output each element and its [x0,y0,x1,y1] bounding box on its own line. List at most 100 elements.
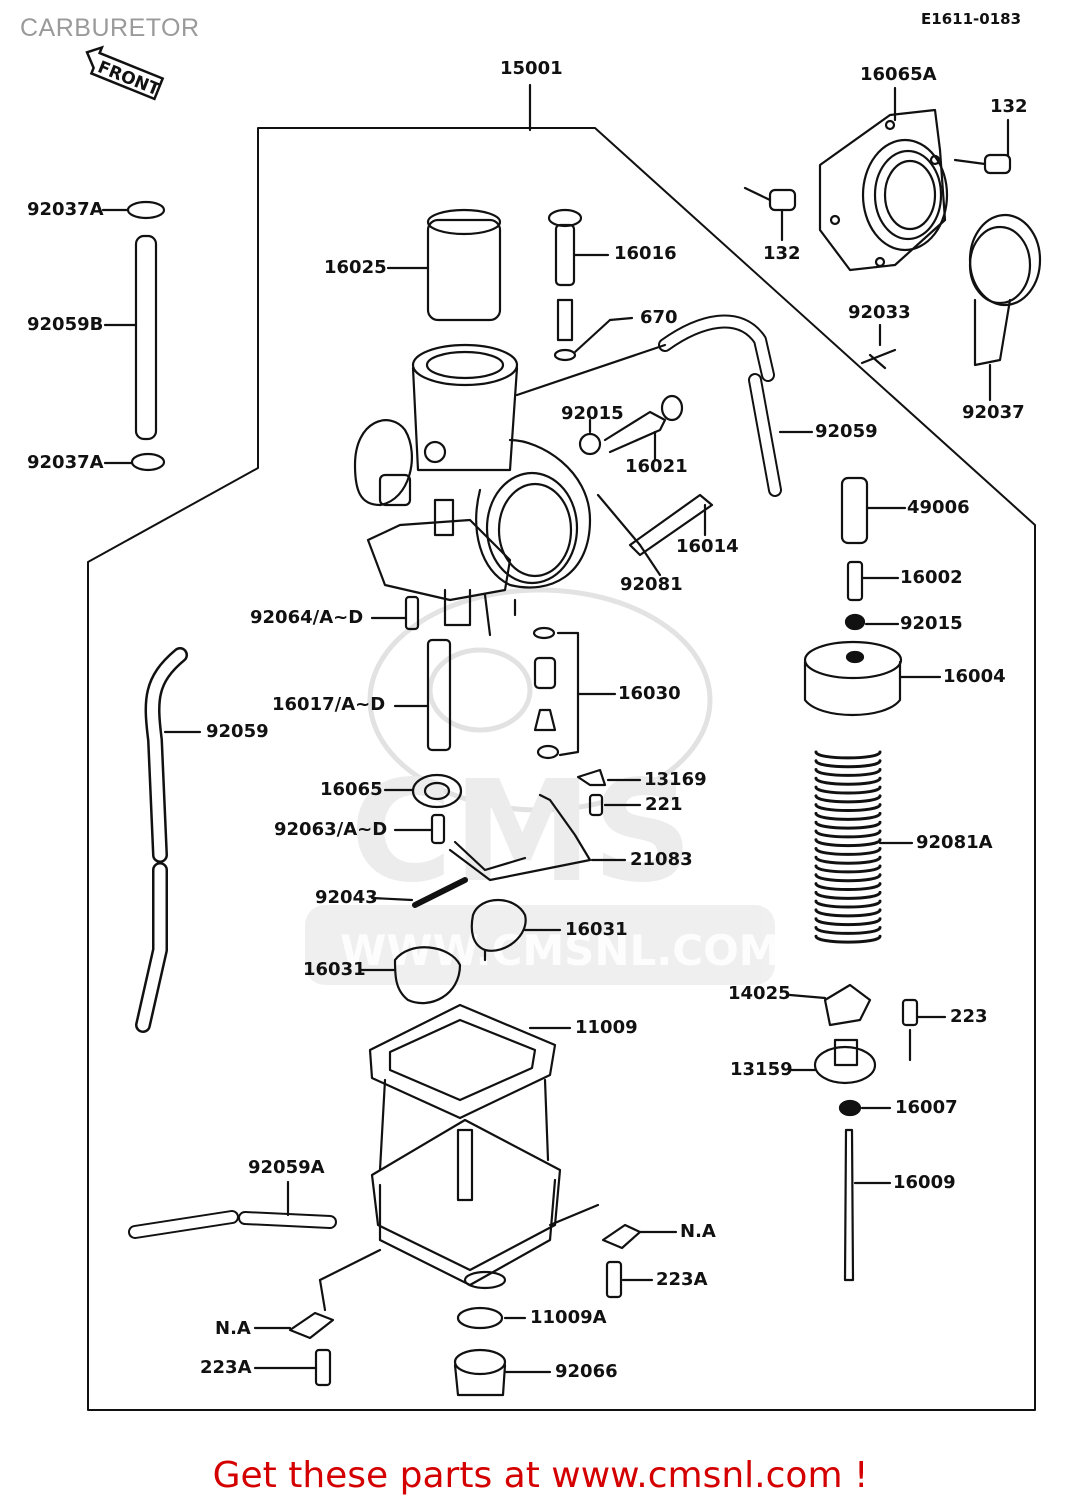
part-label[interactable]: 670 [640,307,678,328]
part-label[interactable]: 16030 [618,683,681,704]
plate-13159 [788,1038,877,1085]
part-label[interactable]: 16031 [565,919,628,940]
part-label[interactable]: 92059 [815,421,878,442]
part-label[interactable]: 92043 [315,887,378,908]
needle-16009 [843,1128,892,1282]
carburetor-body [353,343,592,637]
seal-16065 [383,773,463,809]
part-label[interactable]: 11009 [575,1017,638,1038]
jet-holder [547,208,634,362]
throttle-slide [386,208,502,322]
needle-jet-16017 [393,638,452,752]
cap-16004 [803,640,942,716]
part-label[interactable]: N.A [215,1318,251,1339]
part-label[interactable]: N.A [680,1221,716,1242]
bracket-14025 [788,983,872,1027]
bolt-132-right [953,118,1012,175]
part-label[interactable]: 92081 [620,574,683,595]
idle-screw [628,493,714,557]
gasket-11009 [368,1003,572,1120]
float-bowl [370,1078,562,1290]
float-arm-21083 [448,793,627,882]
page-title: CARBURETOR [20,14,200,42]
screw-223 [901,998,947,1062]
part-label[interactable]: 92015 [561,403,624,424]
part-label[interactable]: 49006 [907,497,970,518]
part-label[interactable]: 92037A [27,452,104,473]
mixing-tube-49006 [840,476,907,545]
part-label[interactable]: 223 [950,1006,988,1027]
part-label[interactable]: 14025 [728,983,791,1004]
part-label[interactable]: 15001 [500,58,563,79]
part-label[interactable]: 132 [990,96,1028,117]
screw-92064 [370,595,420,631]
assembly-outline [87,127,1036,1411]
part-label[interactable]: 11009A [530,1307,607,1328]
part-label[interactable]: 92037A [27,199,104,220]
part-label[interactable]: 92064/A~D [250,607,364,628]
watermark-text: WWW.CMSNL.COM [340,926,781,975]
diagram-code: E1611-0183 [921,10,1021,28]
intake-flange [818,86,949,272]
part-label[interactable]: 13169 [644,769,707,790]
part-label[interactable]: 16065A [860,64,937,85]
part-label[interactable]: 223A [656,1269,708,1290]
part-label[interactable]: 13159 [730,1059,793,1080]
part-label[interactable]: 92015 [900,613,963,634]
jet-16002 [846,560,900,602]
hose-clamp [968,213,1042,402]
float-16031-b [358,946,462,1005]
watermark-logo: CMS [305,587,775,985]
part-label[interactable]: 16021 [625,456,688,477]
part-label[interactable]: 92063/A~D [274,819,388,840]
part-label[interactable]: 16002 [900,567,963,588]
clip [860,348,897,370]
part-label[interactable]: 221 [645,794,683,815]
hose-92059b [101,200,166,472]
part-label[interactable]: 16031 [303,959,366,980]
part-label[interactable]: 16014 [676,536,739,557]
bolt-132-left [743,186,797,242]
spring-92081a [814,750,914,944]
part-label[interactable]: 92081A [916,832,993,853]
o-ring-11009a [456,1306,527,1330]
drain-plug-92066 [453,1348,552,1397]
part-label[interactable]: 16017/A~D [272,694,386,715]
washer-92015 [844,613,900,631]
screw-92063 [393,813,446,845]
part-label[interactable]: 92059A [248,1157,325,1178]
part-label[interactable]: 223A [200,1357,252,1378]
part-label[interactable]: 16004 [943,666,1006,687]
screw-221 [588,793,642,817]
part-label[interactable]: 16016 [614,243,677,264]
float-valve-16030 [532,626,617,760]
promo-banner: Get these parts at www.cmsnl.com ! [0,1455,1081,1496]
pin-92043 [370,877,468,908]
screw-223a-right [605,1260,654,1299]
part-label[interactable]: 92059B [27,314,104,335]
part-label[interactable]: 92066 [555,1361,618,1382]
part-label[interactable]: 16065 [320,779,383,800]
bracket-na-left [253,1248,382,1340]
svg-text:CMS: CMS [350,751,693,914]
float-16031-a [470,899,562,962]
hose-92059-lower [135,647,202,1033]
air-screw [578,394,684,462]
part-label[interactable]: 21083 [630,849,693,870]
part-label[interactable]: 92033 [848,302,911,323]
washer-16007 [838,1099,892,1117]
hose-92059a [128,1180,337,1239]
part-label[interactable]: 16007 [895,1097,958,1118]
bracket-na-right [548,1203,678,1250]
hose-92059-upper [658,314,814,497]
front-direction-arrow: FRONT [85,45,165,101]
part-label[interactable]: 92037 [962,402,1025,423]
bracket-13169 [576,768,642,787]
part-label[interactable]: 92059 [206,721,269,742]
part-label[interactable]: 16009 [893,1172,956,1193]
part-label[interactable]: 16025 [324,257,387,278]
part-label[interactable]: 132 [763,243,801,264]
promo-link[interactable]: Get these parts at www.cmsnl.com ! [212,1455,869,1496]
